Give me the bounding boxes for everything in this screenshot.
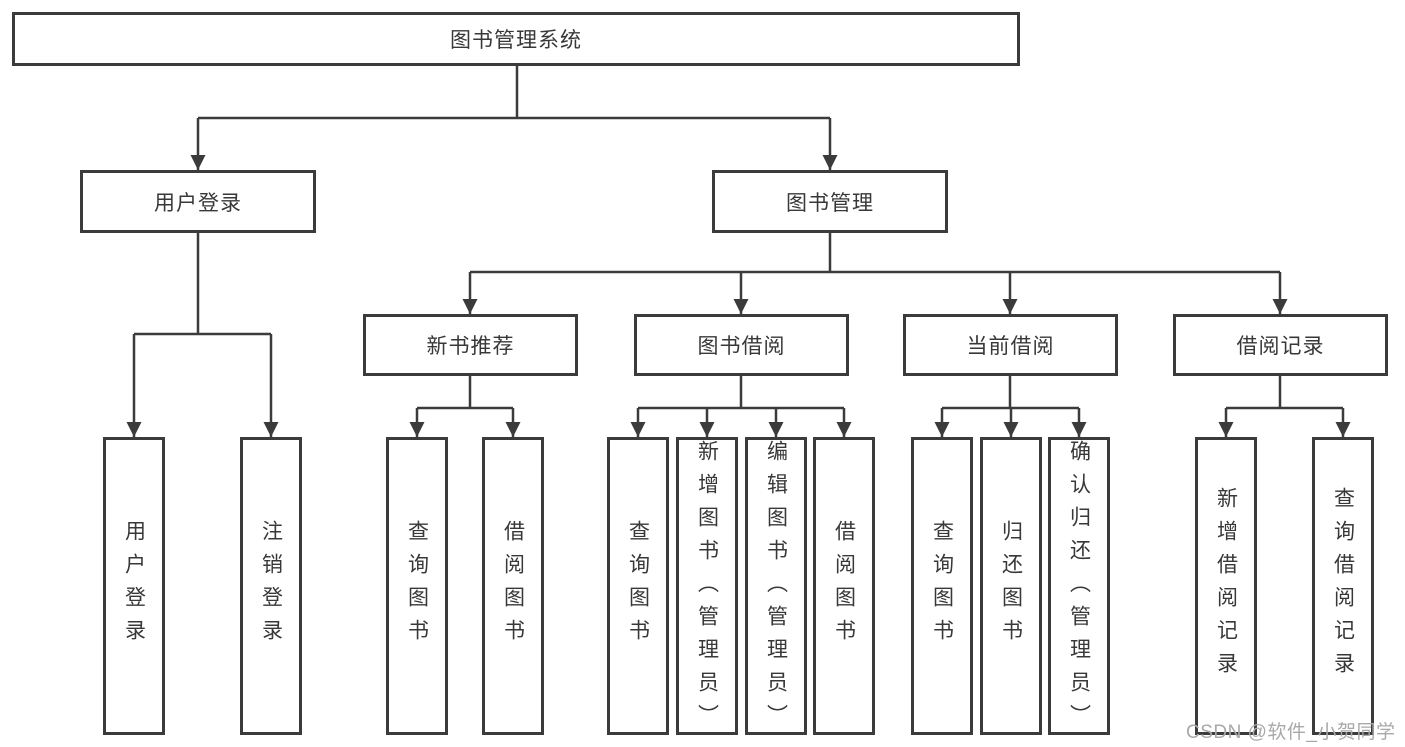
node-leaf-query-book-3: 查询图书 xyxy=(911,437,973,735)
node-new-book-rec: 新书推荐 xyxy=(363,314,578,376)
edges-book-mgmt xyxy=(462,233,1288,314)
node-root: 图书管理系统 xyxy=(12,12,1020,66)
node-leaf-borrow-book-1: 借阅图书 xyxy=(482,437,544,735)
node-leaf-return-book: 归还图书 xyxy=(980,437,1042,735)
node-leaf-query-book-2: 查询图书 xyxy=(607,437,669,735)
edges-borrow-records xyxy=(1218,376,1351,437)
node-leaf-confirm-return: 确认归还（管理员） xyxy=(1048,437,1110,737)
node-borrow-records: 借阅记录 xyxy=(1173,314,1388,376)
node-book-mgmt: 图书管理 xyxy=(712,170,948,233)
edges-new-book-rec xyxy=(409,376,521,437)
node-leaf-edit-book: 编辑图书（管理员） xyxy=(745,437,807,737)
node-current-borrow: 当前借阅 xyxy=(903,314,1118,376)
node-leaf-query-record: 查询借阅记录 xyxy=(1312,437,1374,735)
node-user-login: 用户登录 xyxy=(80,170,316,233)
csdn-watermark: CSDN @软件_小贺同学 xyxy=(1186,722,1396,743)
node-leaf-add-book: 新增图书（管理员） xyxy=(676,437,738,737)
node-leaf-add-record: 新增借阅记录 xyxy=(1195,437,1257,735)
node-leaf-logout: 注销登录 xyxy=(240,437,302,735)
node-leaf-query-book-1: 查询图书 xyxy=(386,437,448,735)
node-book-borrow: 图书借阅 xyxy=(634,314,849,376)
edges-book-borrow xyxy=(630,376,852,437)
edges-current-borrow xyxy=(934,376,1087,437)
edges-user-login xyxy=(126,233,279,437)
node-leaf-user-login: 用户登录 xyxy=(103,437,165,735)
node-leaf-borrow-book-2: 借阅图书 xyxy=(813,437,875,735)
edges-root xyxy=(190,66,838,170)
